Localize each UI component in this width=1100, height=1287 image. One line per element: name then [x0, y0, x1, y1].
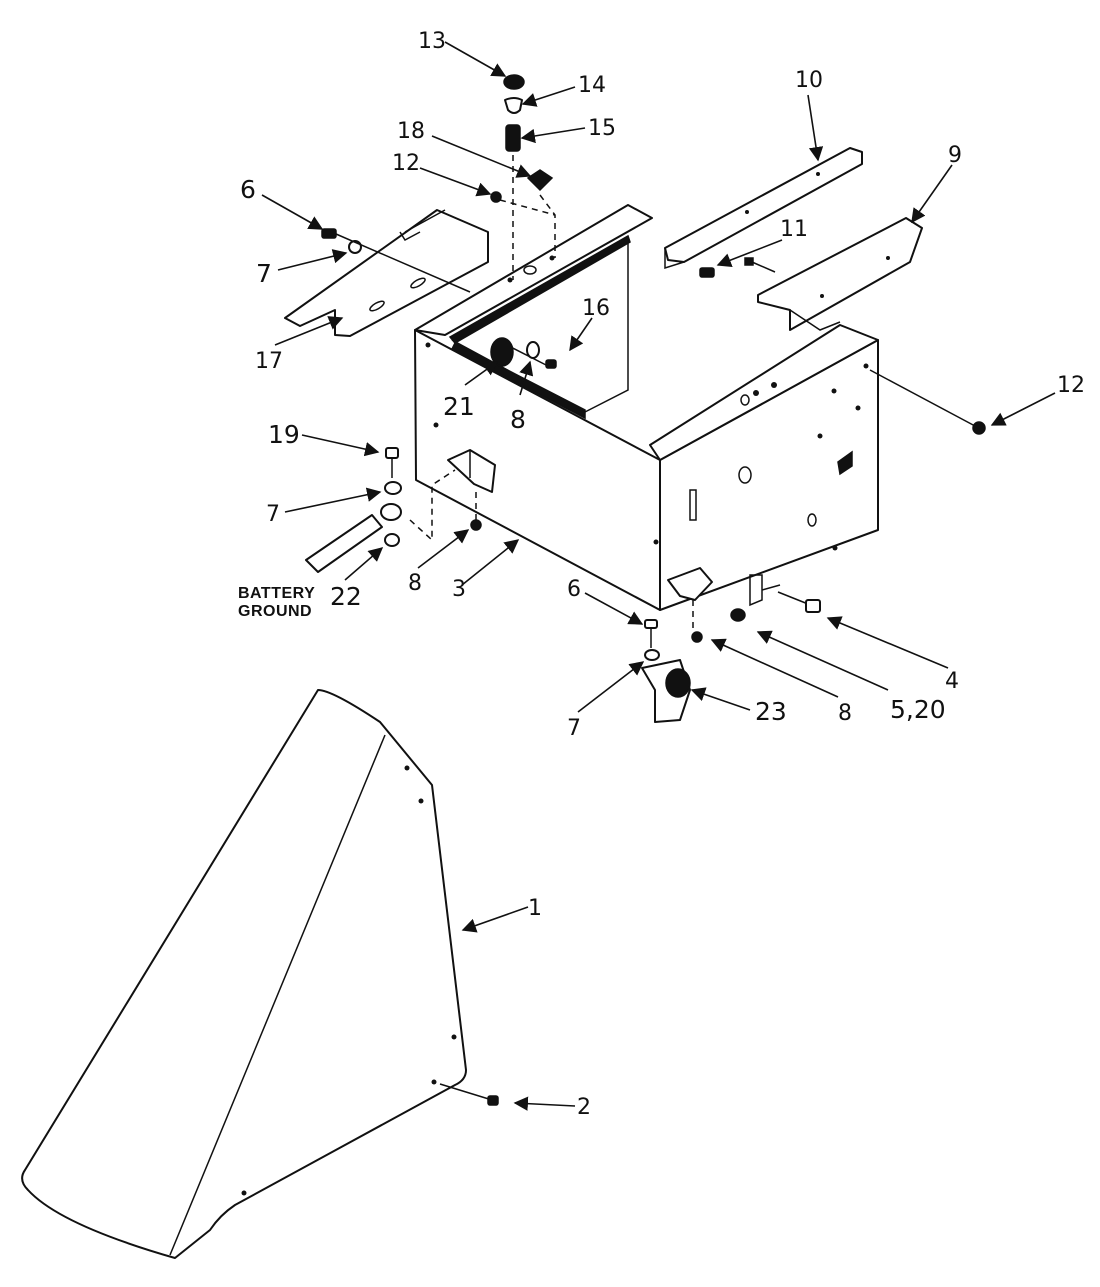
bolt-part-19: [384, 447, 402, 495]
cap-part-13: [503, 74, 525, 90]
callout-3: 3: [452, 577, 466, 602]
bolt-part-6-bottom: [644, 619, 660, 661]
nut-part-8-bottom: [691, 600, 703, 643]
left-bracket-part-17: [284, 209, 489, 337]
bolt-part-4: [777, 591, 821, 613]
callout-6-left: 6: [240, 175, 256, 204]
callout-10: 10: [795, 68, 823, 93]
callout-16: 16: [582, 296, 610, 321]
nut-part-8-left: [470, 492, 482, 531]
screw-part-11: [699, 257, 776, 278]
spring-part-15: [505, 124, 521, 152]
battery-cable: [305, 503, 402, 573]
callout-18: 18: [397, 119, 425, 144]
bracket-part-23: [641, 659, 691, 723]
callout-1: 1: [528, 896, 542, 921]
callout-7-bottom: 7: [567, 716, 581, 741]
nut-part-12-top: [490, 191, 502, 203]
callout-7-left-top: 7: [256, 259, 272, 288]
front-cover-part-1: [21, 689, 467, 1259]
callout-15: 15: [588, 116, 616, 141]
callout-12-top: 12: [392, 151, 420, 176]
knob-part-14: [504, 97, 523, 114]
callout-17: 17: [255, 349, 283, 374]
callout-11: 11: [780, 217, 808, 242]
callout-labels: 13 14 15 18 12 6 7 17 10 9 11 16 21 8 12…: [238, 29, 1085, 1120]
bolt-part-6-left: [321, 228, 471, 293]
console-box-part-3: [414, 204, 879, 611]
leader-lines: [261, 41, 1056, 1111]
latch-part-18: [526, 169, 554, 192]
callout-5-20: 5,20: [890, 695, 946, 724]
callout-7-left-bottom: 7: [266, 502, 280, 527]
right-bracket-part-9: [757, 217, 923, 331]
callout-2: 2: [577, 1095, 591, 1120]
washer-part-5-20: [730, 608, 746, 622]
screw-part-2: [439, 1083, 499, 1106]
callout-4: 4: [945, 669, 959, 694]
battery-ground-label-line2: GROUND: [238, 603, 312, 620]
nut-part-12-right: [869, 369, 986, 435]
callout-14: 14: [578, 73, 606, 98]
callout-8-left: 8: [408, 571, 422, 596]
callout-13: 13: [418, 29, 446, 54]
callout-9: 9: [948, 143, 962, 168]
battery-ground-label-line1: BATTERY: [238, 585, 315, 602]
callout-19: 19: [268, 420, 300, 449]
callout-6-bottom: 6: [567, 577, 581, 602]
grommet-part-21: [490, 337, 514, 367]
top-bar-part-10: [664, 147, 863, 270]
callout-8-center: 8: [510, 405, 526, 434]
callout-23: 23: [755, 697, 787, 726]
callout-12-right: 12: [1057, 373, 1085, 398]
callout-8-bottom: 8: [838, 701, 852, 726]
callout-22: 22: [330, 582, 362, 611]
nut-part-8-center: [526, 341, 540, 359]
callout-21: 21: [443, 392, 475, 421]
